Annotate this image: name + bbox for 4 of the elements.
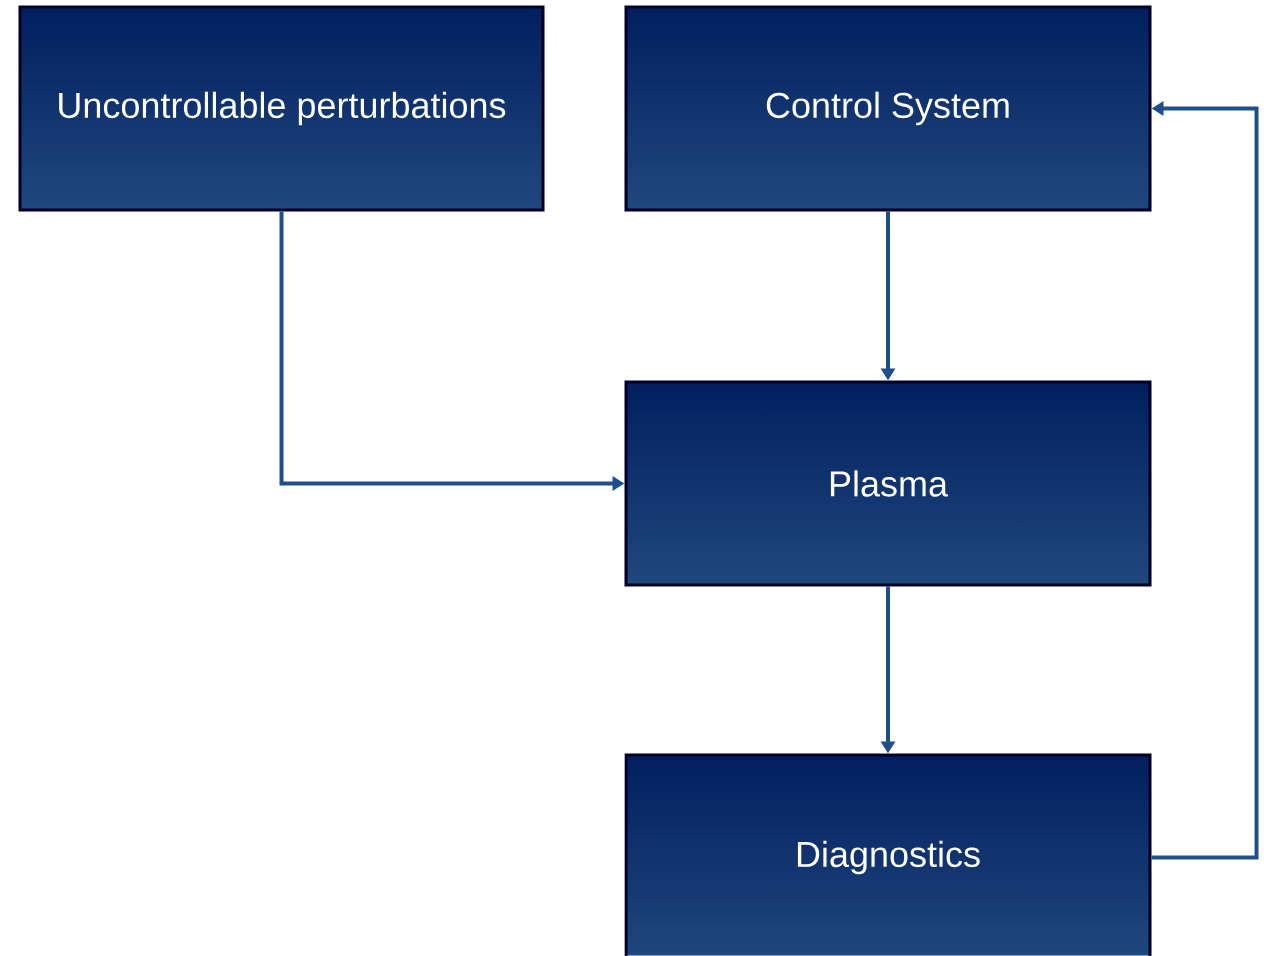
process-box: Diagnostics: [624, 753, 1152, 956]
process-box: Uncontrollable perturbations: [18, 5, 545, 212]
process-box: Plasma: [624, 380, 1152, 587]
process-box: Control System: [624, 5, 1152, 212]
